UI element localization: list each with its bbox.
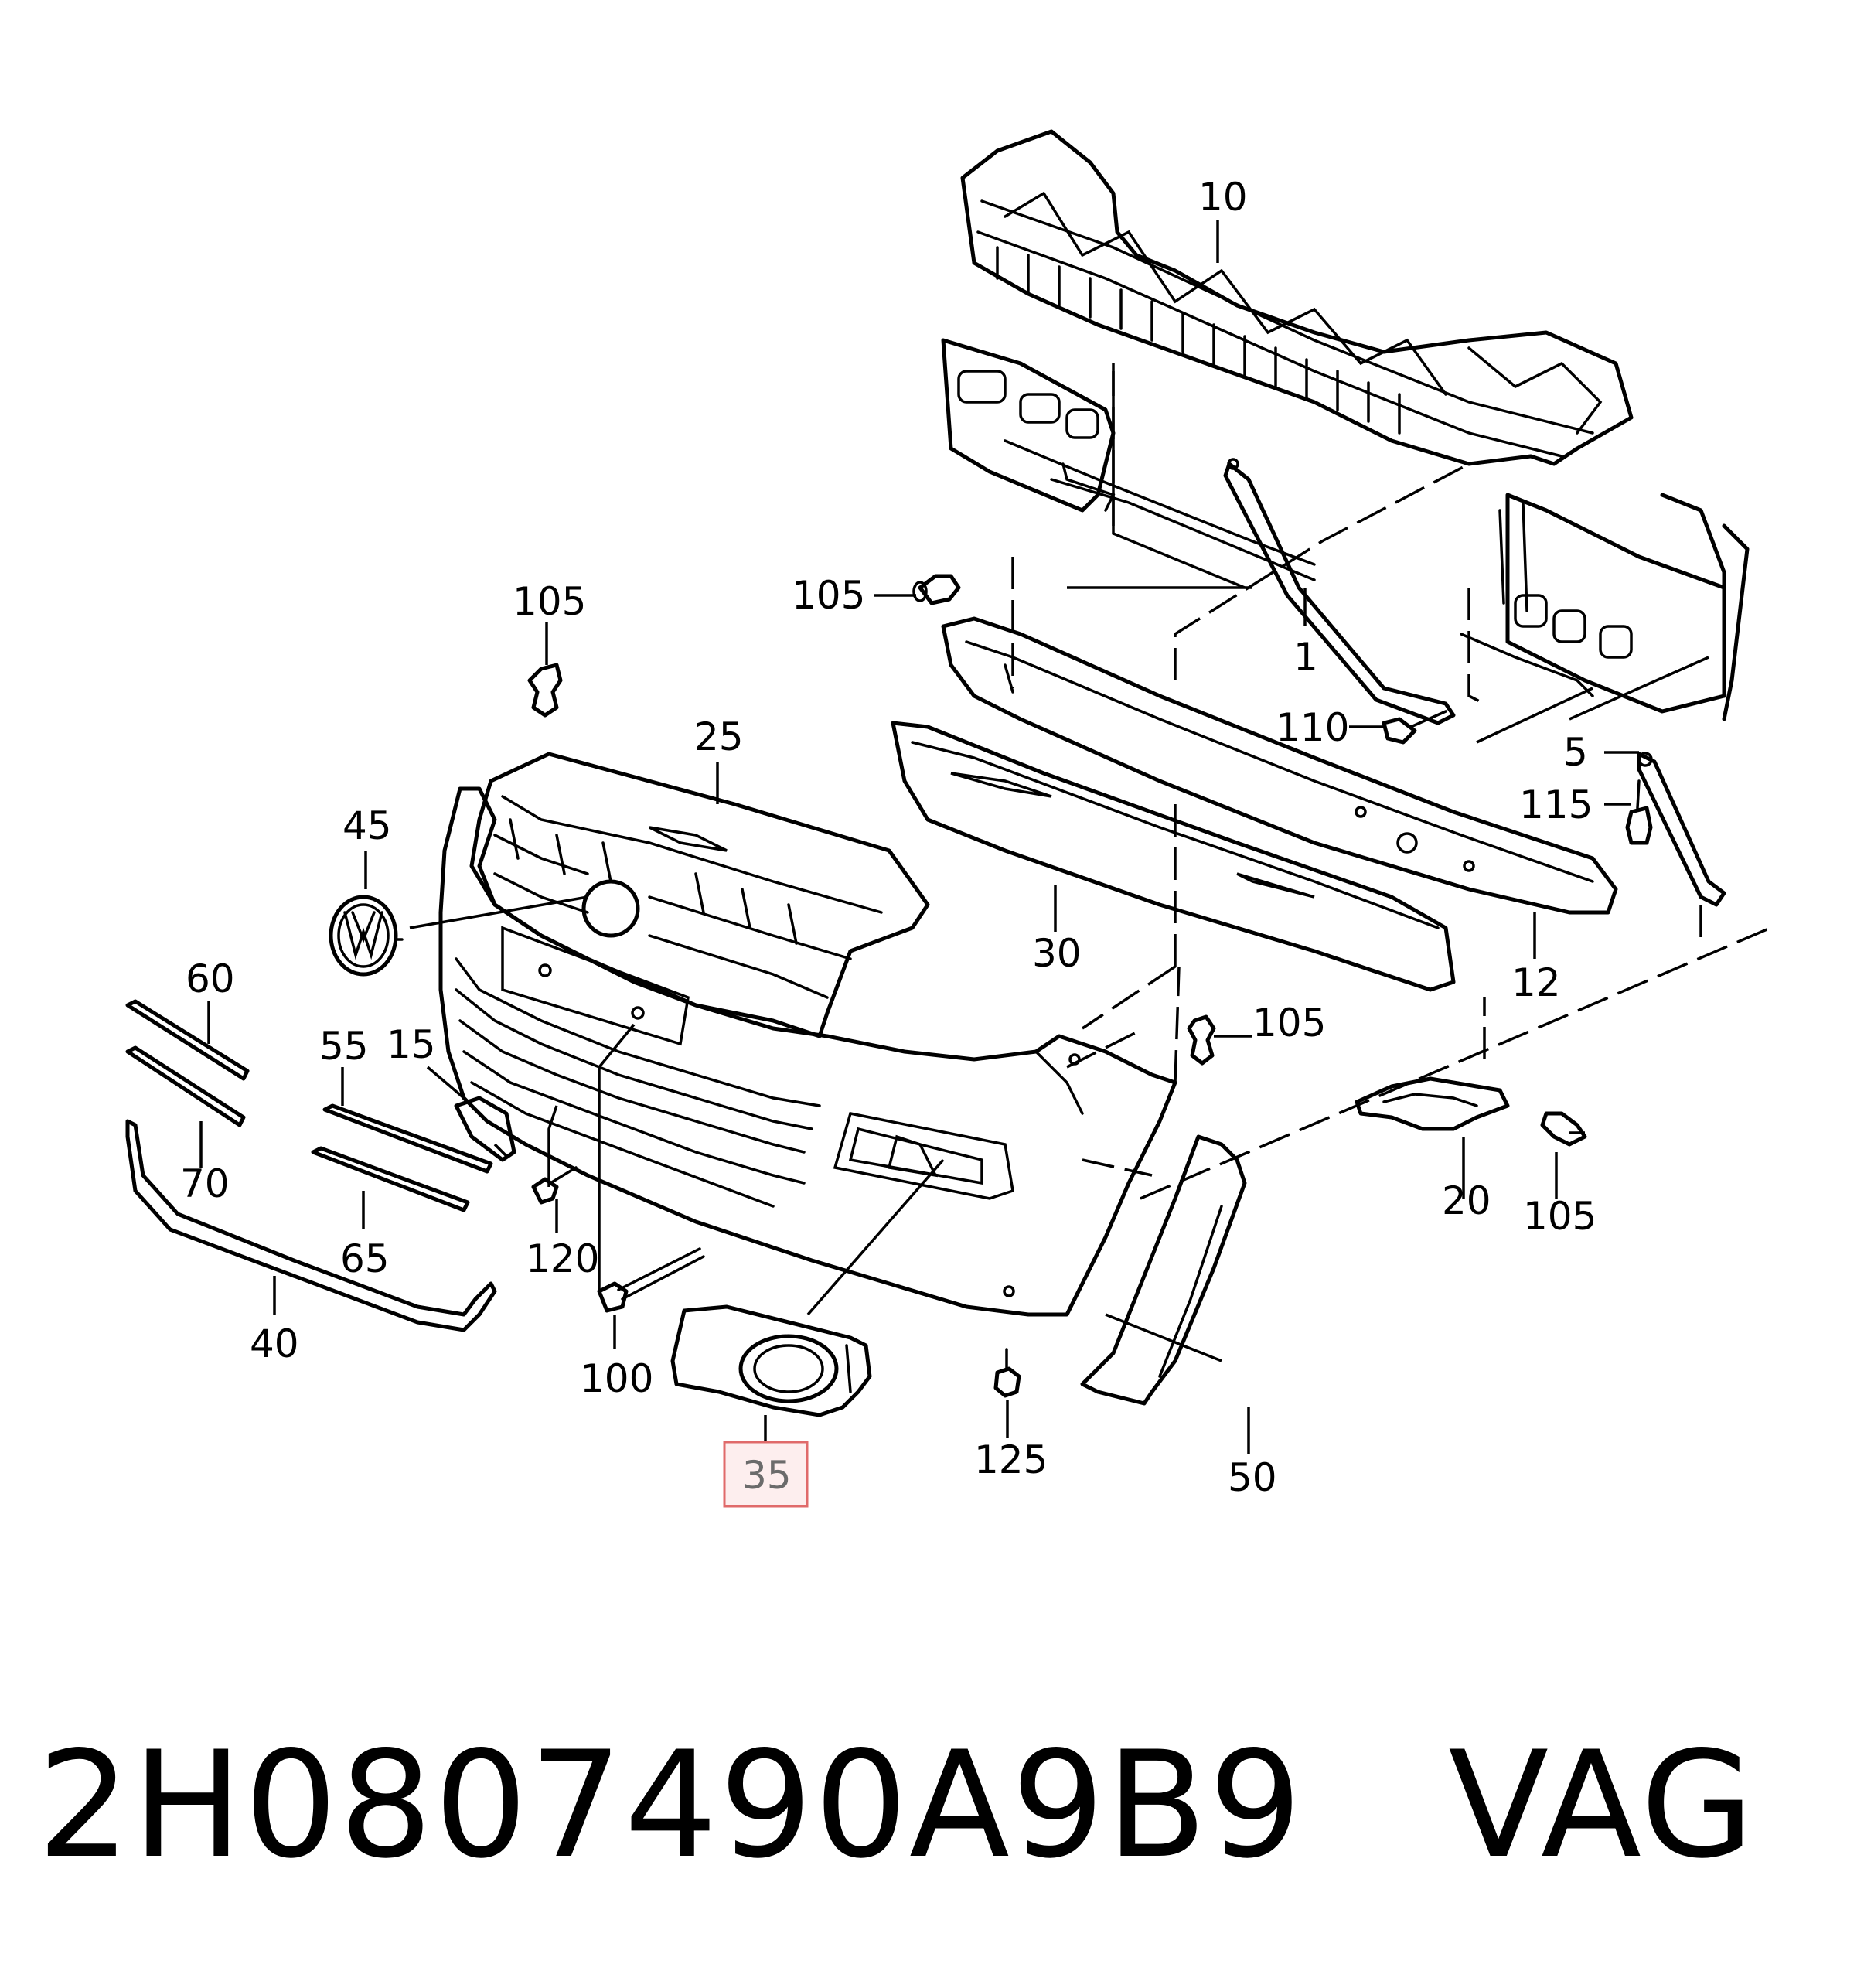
impact-beam-part-10 bbox=[960, 129, 1634, 466]
small-cap-part-15 bbox=[454, 1096, 516, 1162]
highlight-box-35 bbox=[723, 1441, 809, 1508]
trim-strips-55-65 bbox=[311, 1103, 493, 1212]
callout-leaders bbox=[199, 220, 1639, 1454]
callout-105-top: 105 bbox=[513, 579, 586, 624]
lower-reinforcement-part-30 bbox=[891, 721, 1456, 992]
callout-5: 5 bbox=[1563, 730, 1588, 775]
part-number-caption: 2H0807490A9B9 VAG bbox=[37, 1732, 1756, 1879]
callout-115: 115 bbox=[1519, 783, 1593, 827]
clip-105-top bbox=[527, 663, 563, 718]
part-number: 2H0807490A9B9 bbox=[37, 1720, 1304, 1891]
screw-125 bbox=[993, 1348, 1021, 1398]
callout-65: 65 bbox=[340, 1236, 390, 1281]
trim-strips-60-70 bbox=[125, 999, 250, 1127]
callout-30: 30 bbox=[1032, 931, 1082, 976]
callout-20: 20 bbox=[1442, 1178, 1491, 1223]
bolt-100 bbox=[597, 1247, 705, 1313]
callout-70: 70 bbox=[180, 1161, 230, 1206]
callout-105-right: 105 bbox=[1523, 1194, 1596, 1239]
bracket-part-20 bbox=[1355, 1076, 1510, 1131]
callout-110: 110 bbox=[1276, 705, 1349, 750]
clip-105-right bbox=[1540, 1111, 1587, 1147]
callout-12: 12 bbox=[1511, 960, 1561, 1005]
callout-35: 35 bbox=[742, 1453, 792, 1498]
callout-105-mid: 105 bbox=[1252, 1001, 1326, 1045]
callout-10: 10 bbox=[1198, 175, 1248, 220]
callout-15: 15 bbox=[387, 1022, 436, 1067]
assembly-lines bbox=[1011, 363, 1771, 1200]
callout-1: 1 bbox=[1293, 635, 1318, 680]
callout-25: 25 bbox=[694, 714, 744, 759]
callout-60: 60 bbox=[186, 956, 235, 1001]
clip-105-mid bbox=[1187, 1014, 1216, 1066]
vw-emblem-part-45 bbox=[329, 895, 404, 977]
mount-bracket-right bbox=[1460, 493, 1750, 721]
callout-100: 100 bbox=[580, 1356, 653, 1401]
callout-40: 40 bbox=[250, 1321, 299, 1366]
callout-125: 125 bbox=[974, 1437, 1048, 1482]
chrome-molding-part-40 bbox=[125, 1119, 497, 1332]
energy-absorber-part-12 bbox=[941, 616, 1618, 915]
callouts: 10 1 105 105 105 105 110 5 115 25 45 30 … bbox=[180, 175, 1596, 1500]
side-brace-part-5 bbox=[1637, 752, 1726, 907]
brand: VAG bbox=[1448, 1720, 1756, 1891]
callout-120: 120 bbox=[526, 1236, 599, 1281]
callout-45: 45 bbox=[342, 803, 392, 848]
side-extension-part-50 bbox=[1080, 1134, 1247, 1406]
callout-55: 55 bbox=[319, 1024, 369, 1069]
brace-strut-part-1 bbox=[1223, 458, 1456, 725]
clip-105-left bbox=[912, 574, 961, 605]
screw-115 bbox=[1625, 779, 1653, 845]
callout-50: 50 bbox=[1228, 1455, 1277, 1500]
bumper-cover bbox=[438, 786, 1177, 1317]
screw-120 bbox=[531, 1166, 578, 1205]
screw-110 bbox=[1382, 710, 1447, 745]
upper-grille-part-25 bbox=[469, 752, 930, 1038]
fog-lamp-grille-part-35 bbox=[670, 1304, 872, 1417]
guide-lines bbox=[409, 371, 1709, 1362]
callout-105-left: 105 bbox=[792, 573, 865, 618]
